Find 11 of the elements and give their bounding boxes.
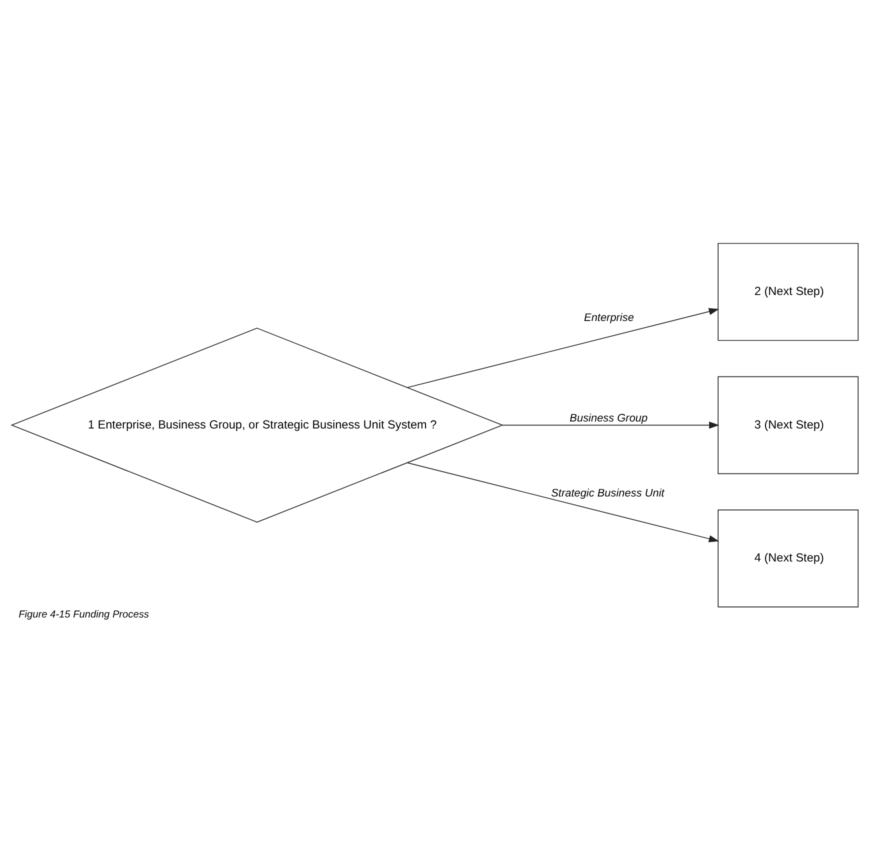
arrow	[407, 308, 720, 388]
edge-label: Strategic Business Unit	[551, 486, 664, 499]
arrow	[502, 421, 720, 428]
arrow	[407, 462, 720, 542]
node-box: 3 (Next Step)	[718, 376, 859, 474]
caption: Figure 4-15 Funding Process	[18, 609, 149, 620]
edge-label: Business Group	[570, 412, 648, 424]
node-box: 2 (Next Step)	[718, 242, 859, 340]
node-box: 4 (Next Step)	[718, 509, 859, 607]
edge-label: Enterprise	[584, 311, 634, 324]
node-diamond: 1 Enterprise, Business Group, or Strategic Business Unit System ?	[10, 327, 504, 522]
